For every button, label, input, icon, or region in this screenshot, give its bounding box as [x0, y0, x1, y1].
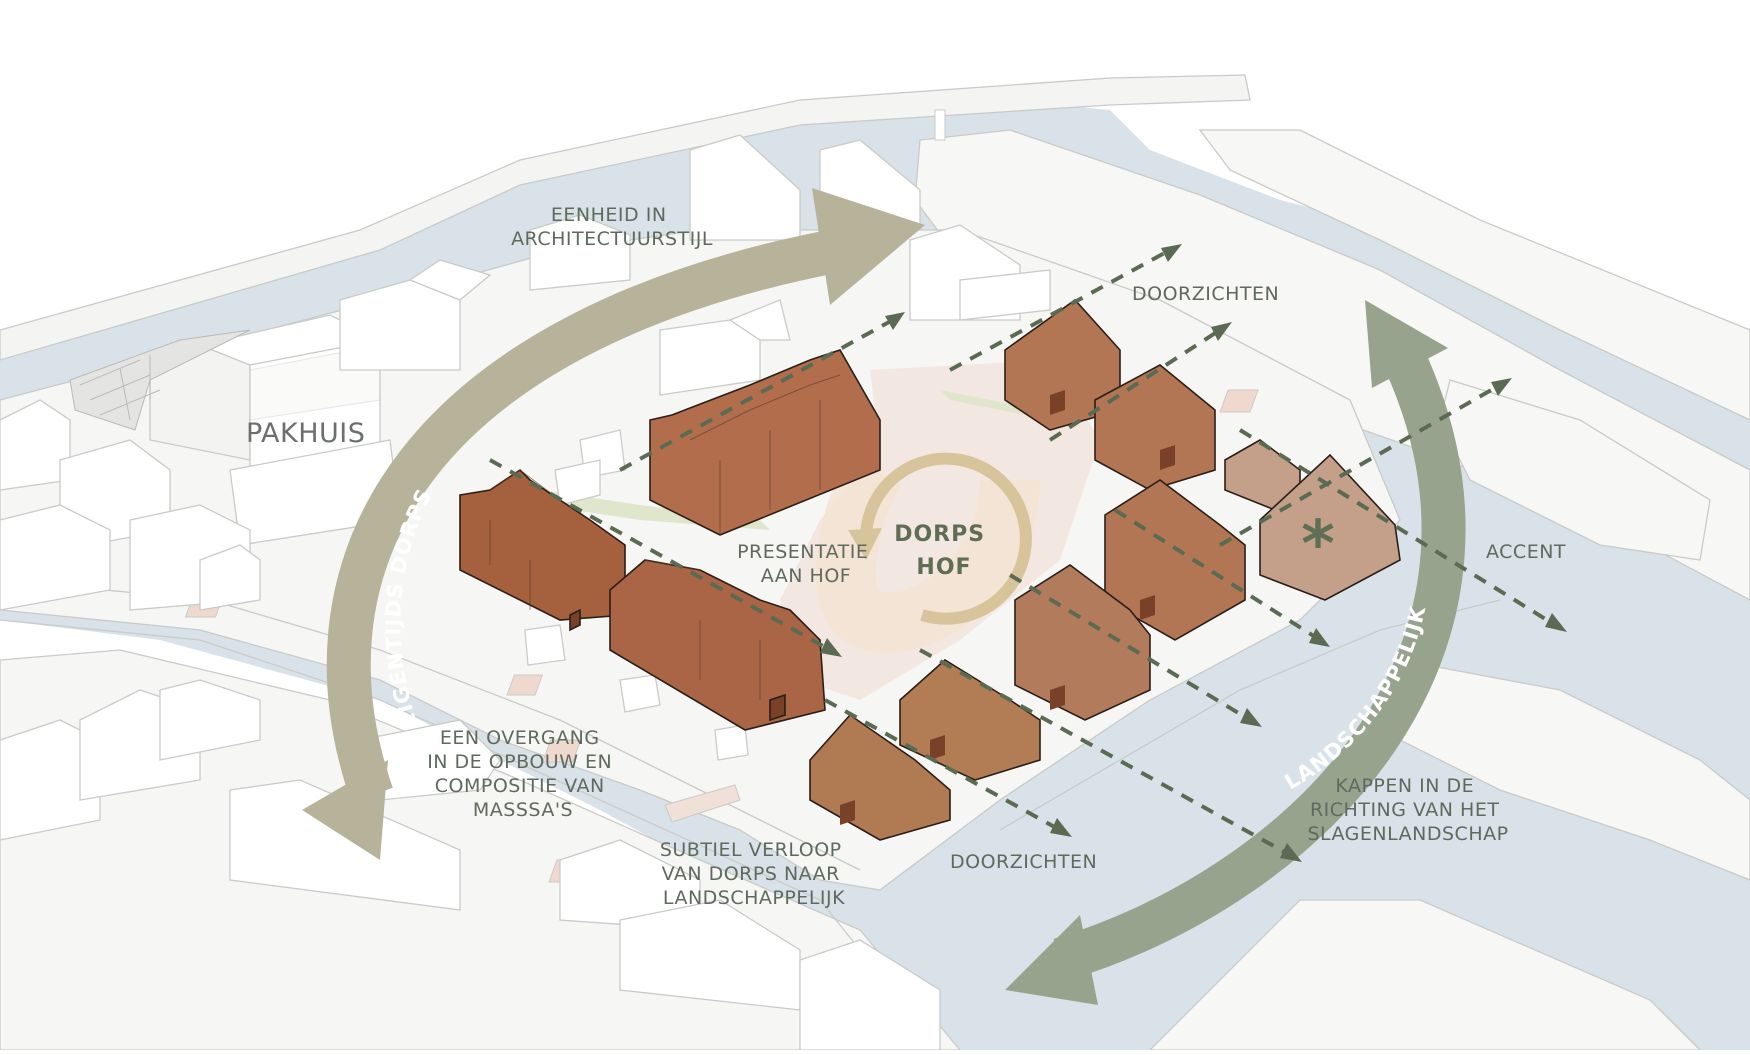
label-subtiel: SUBTIEL VERLOOP VAN DORPS NAAR LANDSCHAP… — [660, 839, 848, 909]
annotation-labels: EENHEID IN ARCHITECTUURSTIJL DOORZICHTEN… — [246, 204, 1566, 909]
label-doorzichten-bottom: DOORZICHTEN — [950, 851, 1097, 873]
label-eenheid: EENHEID IN ARCHITECTUURSTIJL — [511, 204, 713, 250]
label-doorzichten-top: DOORZICHTEN — [1132, 283, 1279, 305]
label-pakhuis: PAKHUIS — [246, 418, 365, 449]
accent-star-icon: * — [1301, 508, 1334, 582]
accent-house: * — [1224, 439, 1401, 601]
context-buildings — [0, 134, 1051, 1051]
pakhuis-building — [149, 314, 401, 546]
sightlines — [489, 244, 1567, 862]
label-kappen: KAPPEN IN DE RICHTING VAN HET SLAGENLAND… — [1307, 775, 1508, 845]
label-presentatie: PRESENTATIE AAN HOF — [737, 541, 875, 587]
house-cluster-west — [459, 349, 881, 731]
dorps-hof-ring — [815, 452, 1040, 652]
label-accent: ACCENT — [1486, 541, 1566, 563]
label-dorps-hof: DORPS HOF — [894, 522, 994, 580]
label-overgang: EEN OVERGANG IN DE OPBOUW EN COMPOSITIE … — [427, 727, 619, 821]
house-cluster-east: * — [809, 298, 1401, 841]
